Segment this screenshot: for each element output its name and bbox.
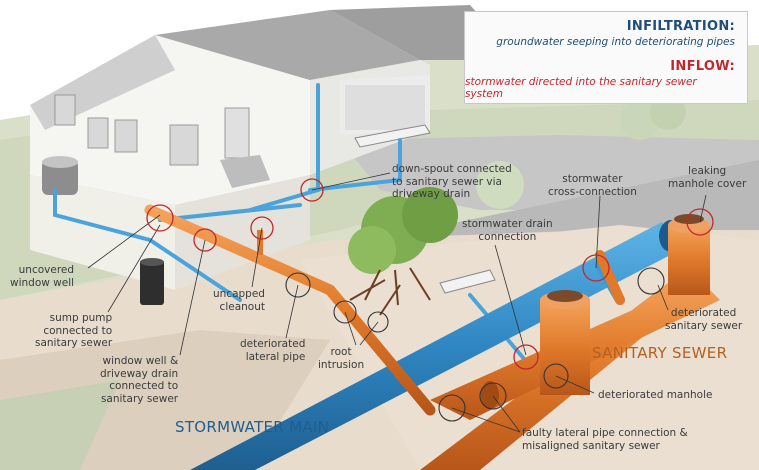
callout-circles <box>146 178 714 370</box>
legend-box: INFILTRATION: groundwater seeping into d… <box>464 11 748 104</box>
infiltration-description: groundwater seeping into deteriorating p… <box>496 36 735 48</box>
downspout-pipes <box>53 83 527 362</box>
label-faulty-lateral-connection: faulty lateral pipe connection &misalign… <box>522 427 688 452</box>
inflow-title: INFLOW: <box>670 59 735 74</box>
label-deteriorated-manhole: deteriorated manhole <box>598 389 713 401</box>
inflow-description: stormwater directed into the sanitary se… <box>465 76 697 100</box>
infiltration-circles <box>285 267 665 422</box>
sanitary-pipes <box>144 204 720 470</box>
stormwater-main-title: STORMWATER MAIN <box>175 418 330 436</box>
sanitary-sewer-title: SANITARY SEWER <box>592 344 728 362</box>
infiltration-title: INFILTRATION: <box>626 19 735 34</box>
driveway-drain <box>354 124 496 294</box>
